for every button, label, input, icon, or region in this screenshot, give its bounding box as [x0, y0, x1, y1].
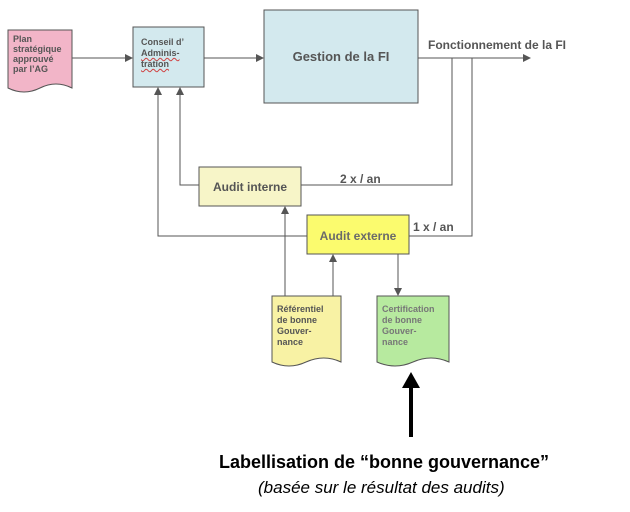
gestion-box: [263, 9, 419, 104]
caption-title: Labellisation de “bonne gouvernance”: [219, 452, 550, 472]
plan-document-label: Plan stratégique approuvé par l’AG: [13, 34, 62, 74]
feedback-loop-interne: [301, 58, 453, 186]
fonctionnement-label: Fonctionnement de la FI: [428, 38, 567, 52]
feedback-loop-externe: [409, 58, 473, 237]
gestion-label: Gestion de la FI: [292, 49, 390, 64]
big-arrow-head: [402, 372, 420, 388]
arrow-up-icon: [176, 87, 199, 186]
caption-subtitle: (basée sur le résultat des audits): [258, 478, 505, 497]
frequency-interne: 2 x / an: [340, 172, 381, 186]
certification-document-shape: [376, 295, 450, 367]
plan-document-shape: [7, 29, 73, 93]
frequency-externe: 1 x / an: [413, 220, 454, 234]
audit-externe-label: Audit externe: [319, 229, 397, 243]
audit-interne-label: Audit interne: [213, 180, 287, 194]
arrow-up-icon: [154, 87, 307, 237]
conseil-label: Conseil d’ Adminis- tration: [141, 37, 185, 69]
referentiel-document-shape: [271, 295, 342, 367]
certification-label: Certification de bonne Gouver- nance: [382, 304, 435, 347]
audit-interne-box: [198, 166, 302, 207]
referentiel-label: Référentiel de bonne Gouver- nance: [277, 304, 324, 347]
conseil-box: [132, 26, 205, 88]
audit-externe-box: [306, 214, 410, 255]
